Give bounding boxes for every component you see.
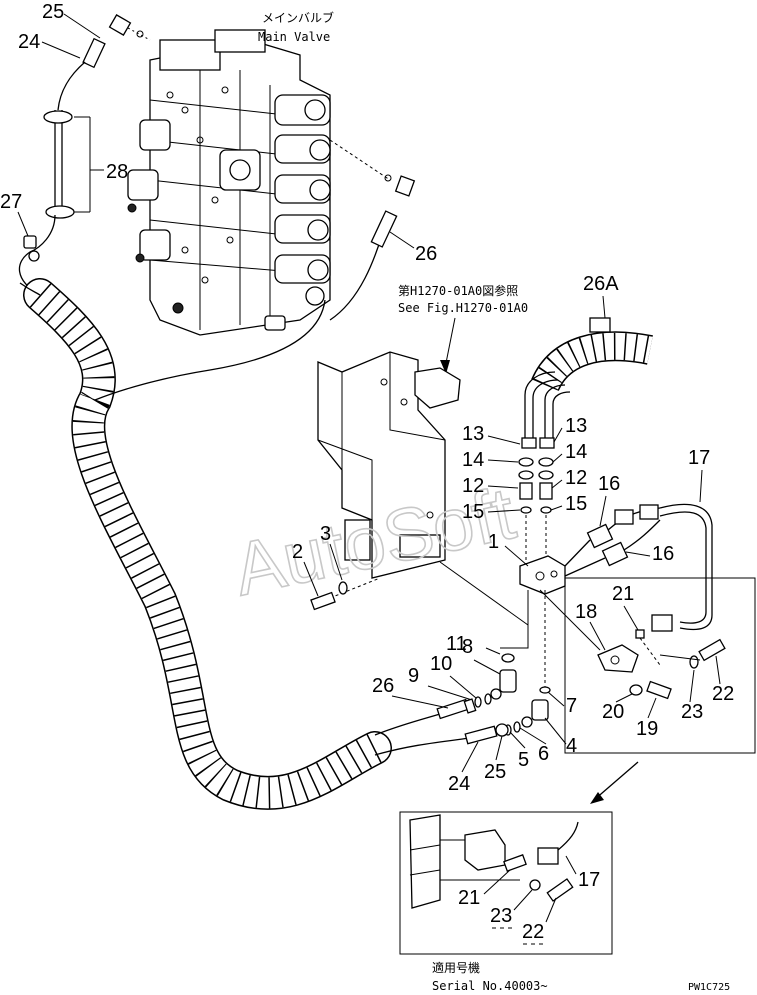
callout-8: 8 (462, 636, 473, 658)
valve-spools (274, 94, 331, 306)
callout-28: 28 (106, 161, 128, 183)
wrapped-hose (19, 278, 392, 810)
callout-6: 6 (538, 743, 549, 765)
callout-3: 3 (320, 523, 331, 545)
hose-26-lower (374, 698, 477, 736)
callout-27: 27 (0, 191, 22, 213)
callout-17: 17 (688, 447, 710, 469)
clip-27 (18, 214, 56, 296)
callout-19: 19 (636, 718, 658, 740)
callout-12-left: 12 (462, 475, 484, 497)
callout-23: 23 (681, 701, 703, 723)
callout-26A: 26A (583, 273, 619, 295)
detail-callout-17: 17 (578, 869, 600, 891)
mounting-bracket (317, 351, 461, 579)
callout-14-right: 14 (565, 441, 587, 463)
bolt-2-washer-3 (310, 577, 381, 611)
callout-13-right: 13 (565, 415, 587, 437)
main-valve-jp-label: メインバルブ (262, 10, 334, 25)
callout-11: 11 (446, 633, 467, 655)
detail-callout-21: 21 (458, 887, 480, 909)
callout-15-left: 15 (462, 501, 484, 523)
fitting-24-25-lower (374, 723, 509, 756)
detail-arrow (593, 761, 639, 801)
left-fitting-stack (518, 437, 537, 570)
fitting-26-upper (329, 139, 416, 248)
callout-20: 20 (602, 701, 624, 723)
leader-bracket (439, 561, 529, 626)
serial-label: Serial No.40003~ (432, 979, 548, 993)
callout-4: 4 (566, 735, 577, 757)
right-fitting-stack (538, 437, 555, 562)
callout-10: 10 (430, 653, 452, 675)
lower-detail-parts (409, 814, 579, 909)
callout-18: 18 (575, 601, 597, 623)
callout-26-lower: 26 (372, 675, 394, 697)
callout-1: 1 (488, 531, 499, 553)
callout-26-upper: 26 (415, 243, 437, 265)
upper-left-fittings (57, 14, 151, 111)
lower-fittings (474, 590, 551, 736)
callout-14-left: 14 (462, 449, 484, 471)
callout-24-upper: 24 (18, 31, 40, 53)
ref-en-label: See Fig.H1270-01A0 (398, 301, 528, 315)
callout-25-lower: 25 (484, 761, 506, 783)
lower-detail-box (399, 811, 613, 955)
line-11 (500, 590, 529, 649)
callout-5: 5 (518, 749, 529, 771)
callout-9: 9 (408, 665, 419, 687)
main-valve-assembly (127, 29, 331, 336)
callout-22: 22 (712, 683, 734, 705)
callout-15-right: 15 (565, 493, 587, 515)
hose-28 (43, 110, 104, 219)
callout-7: 7 (566, 695, 577, 717)
detail-callout-23: 23 (490, 905, 512, 927)
hose-26A (524, 317, 653, 440)
callout-16-lower: 16 (652, 543, 674, 565)
applicable-jp-label: 適用号機 (432, 960, 480, 975)
callout-21: 21 (612, 583, 634, 605)
ref-jp-label: 第H1270-01A0図参照 (398, 283, 518, 298)
callout-16-upper: 16 (598, 473, 620, 495)
manifold-block-1 (519, 555, 566, 595)
drawing-code: PW1C725 (688, 982, 730, 993)
valve-left-ports (127, 119, 261, 314)
wire-harness-17 (614, 503, 713, 632)
callout-2: 2 (292, 541, 303, 563)
main-valve-en-label: Main Valve (258, 30, 330, 44)
callout-25-upper: 25 (42, 1, 64, 23)
detail-box (564, 577, 756, 754)
callout-13-left: 13 (462, 423, 484, 445)
callout-24-lower: 24 (448, 773, 470, 795)
callout-12-right: 12 (565, 467, 587, 489)
detail-callout-22: 22 (522, 921, 544, 943)
detail-parts (539, 589, 726, 700)
